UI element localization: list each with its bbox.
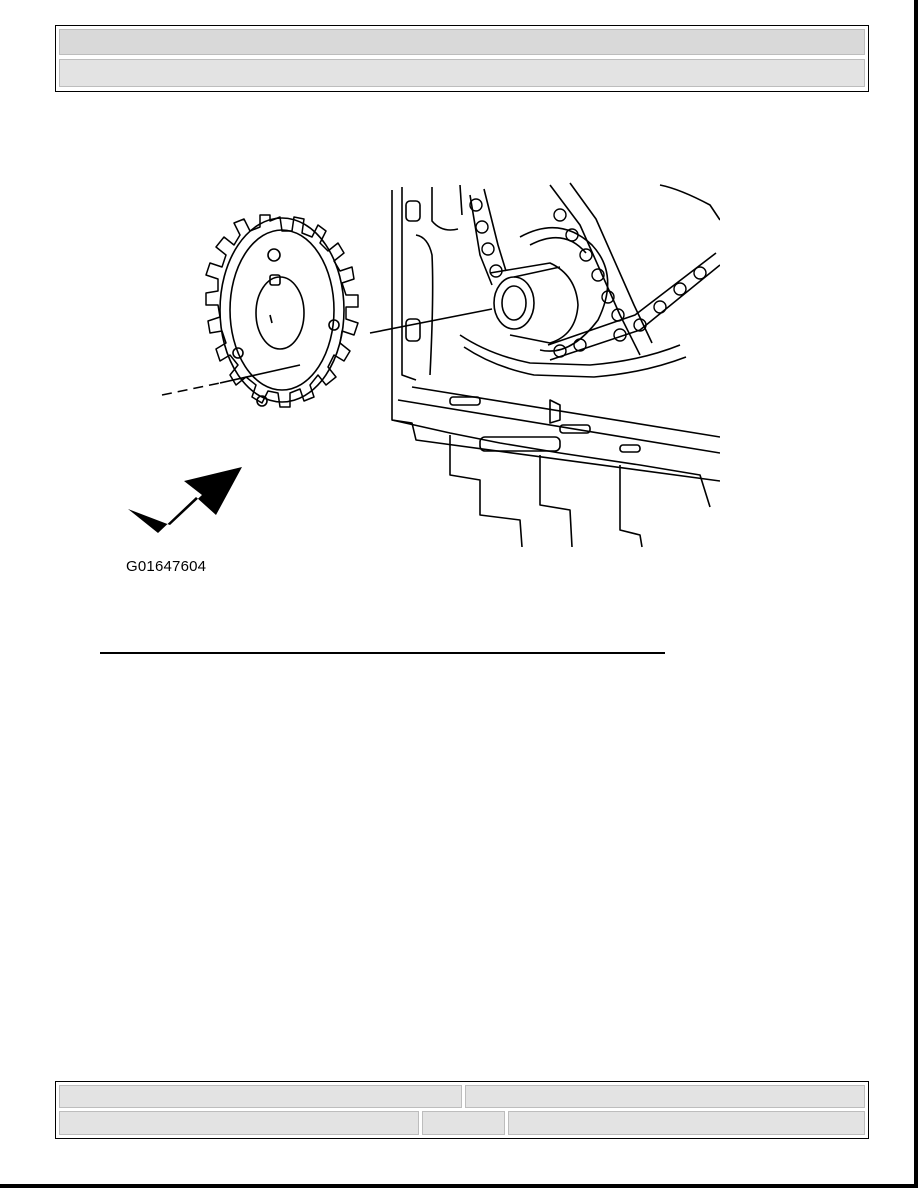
footer-cell-bottom-middle: [422, 1111, 505, 1135]
header-subtitle-bar: [59, 59, 865, 87]
header-title-bar: [59, 29, 865, 55]
footer-cell-top-right: [465, 1085, 865, 1108]
section-divider: [100, 652, 665, 654]
footer-cell-bottom-left: [59, 1111, 419, 1135]
page-header: [55, 25, 869, 92]
page-footer: [55, 1081, 869, 1139]
timing-sprocket-illustration: [128, 182, 720, 548]
footer-cell-top-left: [59, 1085, 462, 1108]
footer-cell-bottom-right: [508, 1111, 865, 1135]
figure-caption: G01647604: [126, 558, 207, 575]
